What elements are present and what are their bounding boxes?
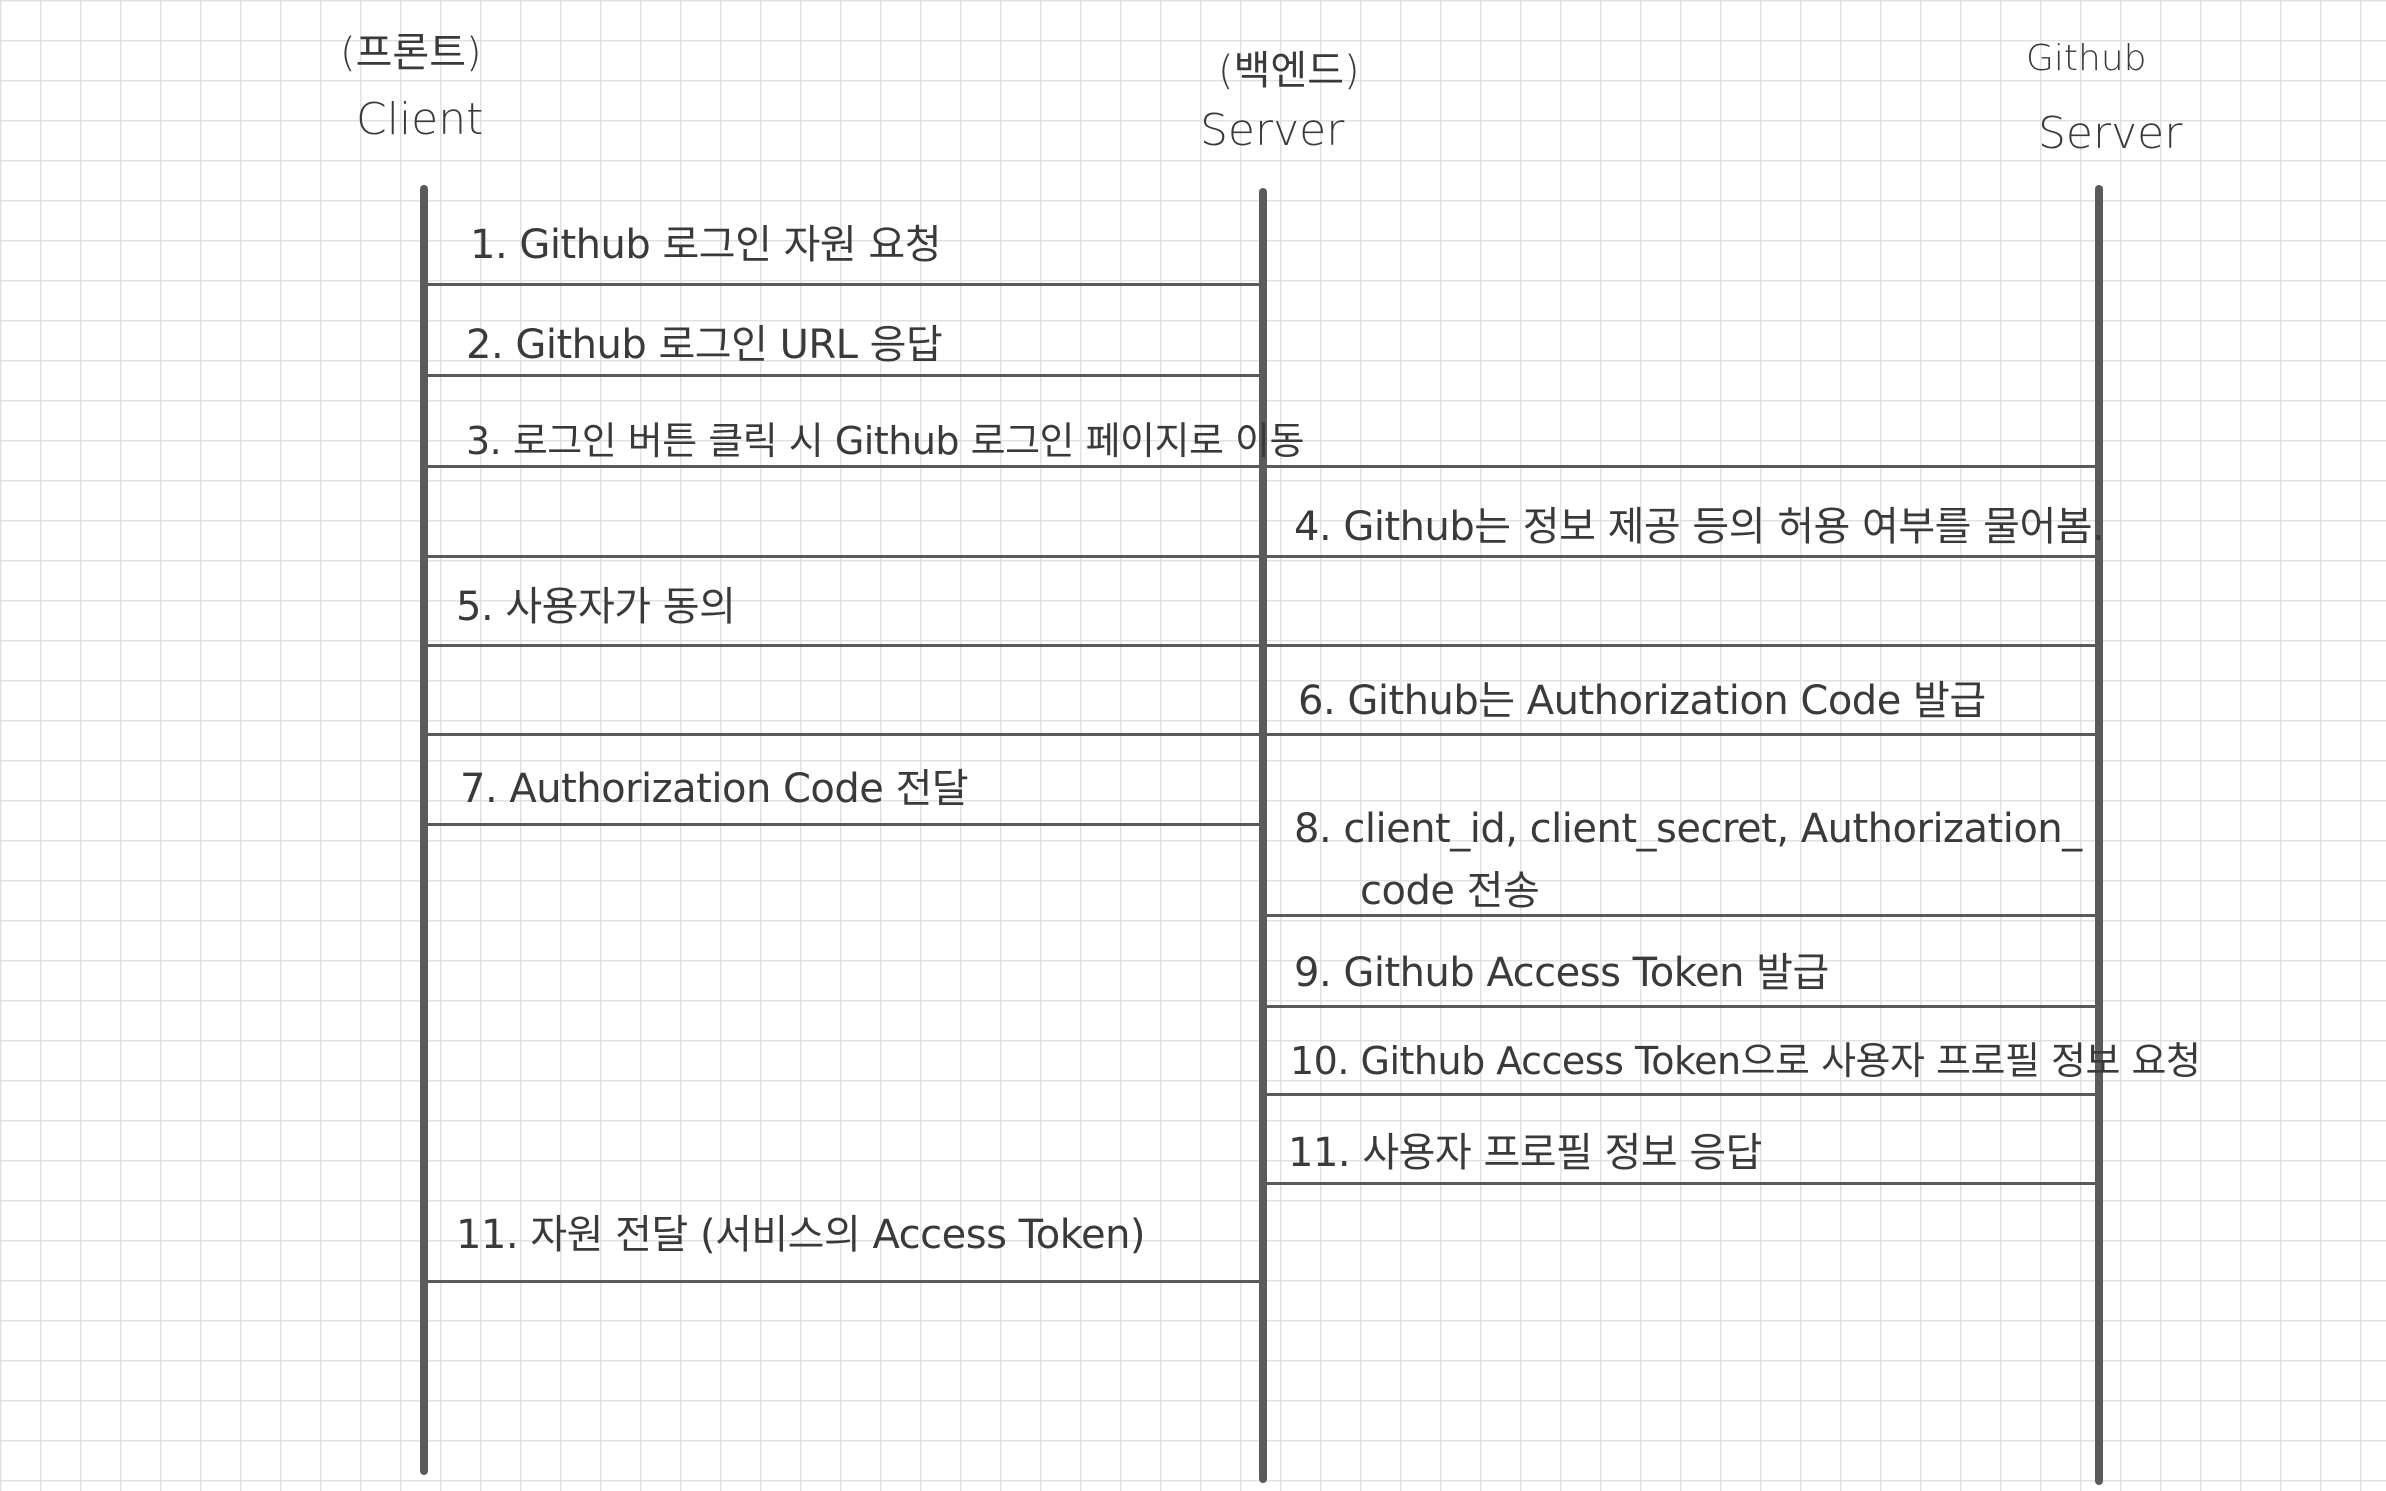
message-6-label: 6. Github는 Authorization Code 발급	[1298, 678, 1986, 724]
divider-line	[1267, 1093, 2095, 1096]
client-name-label: Client	[356, 94, 484, 145]
message-1-label: 1. Github 로그인 자원 요청	[470, 222, 942, 268]
divider-line	[1267, 733, 2095, 736]
message-8-label-continued: code 전송	[1360, 868, 1540, 914]
divider-line	[428, 283, 1259, 286]
client-role-label: (프론트)	[340, 30, 482, 76]
message-3-label: 3. 로그인 버튼 클릭 시 Github 로그인 페이지로 이동	[466, 419, 1304, 463]
divider-line	[428, 644, 1259, 647]
divider-line	[1267, 644, 2095, 647]
github-lifeline	[2095, 185, 2103, 1485]
divider-line	[428, 555, 1259, 558]
message-12-label: 11. 자원 전달 (서비스의 Access Token)	[456, 1212, 1146, 1258]
divider-line	[428, 1280, 1259, 1283]
divider-line	[428, 374, 1259, 377]
divider-line	[428, 823, 1259, 826]
message-4-label: 4. Github는 정보 제공 등의 허용 여부를 물어봄.	[1294, 504, 2105, 550]
divider-line	[1267, 1005, 2095, 1008]
server-role-label: (백엔드)	[1218, 48, 1360, 94]
server-lifeline	[1259, 188, 1267, 1483]
message-11-label: 11. 사용자 프로필 정보 응답	[1288, 1130, 1762, 1176]
github-role-label: Github	[2026, 38, 2147, 79]
message-7-label: 7. Authorization Code 전달	[460, 766, 969, 812]
divider-line	[1267, 465, 2095, 468]
server-name-label: Server	[1200, 105, 1345, 156]
divider-line	[428, 733, 1259, 736]
message-9-label: 9. Github Access Token 발급	[1294, 950, 1829, 996]
message-2-label: 2. Github 로그인 URL 응답	[466, 322, 943, 368]
client-lifeline	[420, 185, 428, 1475]
divider-line	[1267, 914, 2095, 917]
divider-line	[428, 465, 1259, 468]
github-name-label: Server	[2038, 108, 2183, 159]
message-8-label: 8. client_id, client_secret, Authorizati…	[1294, 806, 2082, 852]
message-10-label: 10. Github Access Token으로 사용자 프로필 정보 요청	[1290, 1039, 2201, 1083]
divider-line	[1267, 1182, 2095, 1185]
divider-line	[1267, 555, 2095, 558]
message-5-label: 5. 사용자가 동의	[456, 584, 736, 630]
